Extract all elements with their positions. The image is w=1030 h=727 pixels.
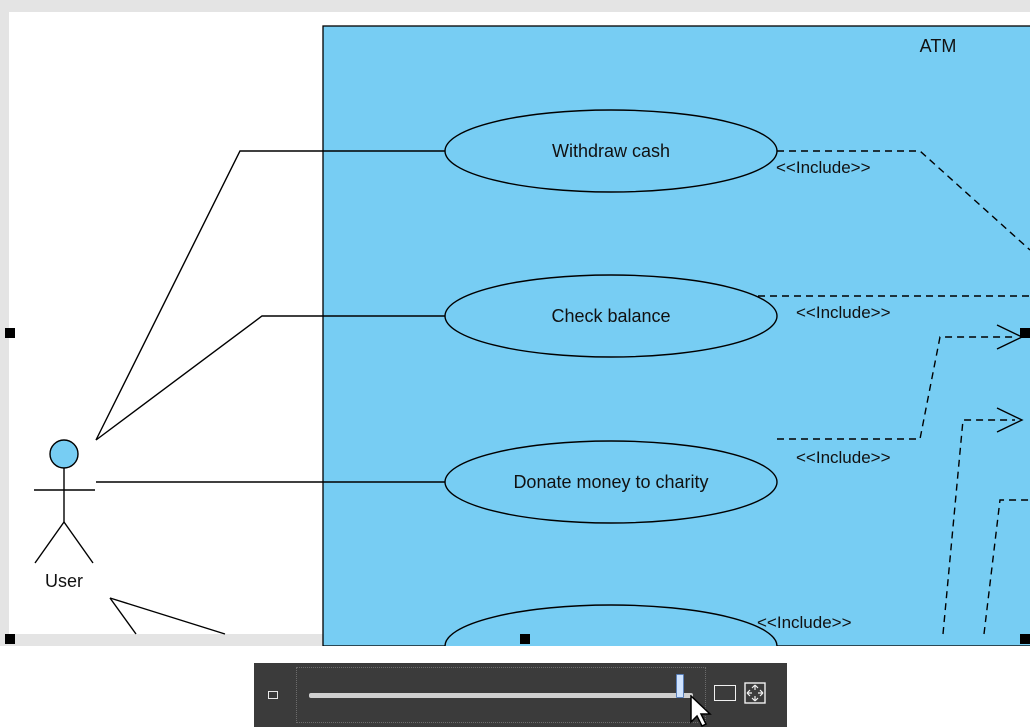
selection-handle: [1020, 328, 1030, 338]
use-case-withdraw[interactable]: Withdraw cash: [444, 109, 778, 193]
include-dependencies: [758, 150, 1030, 635]
use-case-label: Withdraw cash: [552, 141, 670, 161]
use-case-check-balance[interactable]: Check balance: [444, 274, 778, 358]
actor-head: [49, 439, 79, 469]
zoom-toolbar: [254, 663, 787, 727]
include-label: <<Include>>: [796, 448, 891, 467]
zoom-out-icon[interactable]: [268, 691, 278, 699]
association-hidden-2: [109, 597, 137, 635]
zoom-slider-thumb[interactable]: [676, 674, 685, 698]
include-label: <<Include>>: [757, 613, 852, 632]
use-case-label: Check balance: [551, 306, 670, 326]
use-case-ellipse[interactable]: [444, 274, 778, 358]
use-case-donate[interactable]: Donate money to charity: [444, 440, 778, 524]
association-check: [95, 315, 445, 441]
include-line-donate: [777, 336, 1015, 440]
selection-handle: [520, 634, 530, 644]
association-withdraw: [95, 150, 445, 441]
selection-handle: [5, 328, 15, 338]
fit-width-icon[interactable]: [714, 685, 736, 701]
association-lines: [95, 150, 445, 635]
include-label: <<Include>>: [776, 158, 871, 177]
selection-handle: [5, 634, 15, 644]
actor-user[interactable]: [34, 439, 95, 564]
actor-leg-left: [34, 521, 65, 564]
association-hidden: [109, 597, 226, 635]
use-case-label: Donate money to charity: [513, 472, 708, 492]
zoom-slider-track[interactable]: [309, 693, 693, 698]
include-line-4: [983, 499, 1030, 635]
include-line-withdraw: [777, 150, 1030, 251]
zoom-slider-frame: [296, 667, 706, 723]
use-case-diagram: ATM Withdraw cash Check balance Donate m…: [5, 12, 1030, 646]
include-label: <<Include>>: [796, 303, 891, 322]
selection-handle: [1020, 634, 1030, 644]
arrowhead: [996, 407, 1024, 433]
selection-handles[interactable]: [5, 328, 1030, 644]
fit-all-icon[interactable]: [744, 682, 766, 704]
actor-label: User: [45, 571, 83, 591]
system-name: ATM: [920, 36, 957, 56]
use-case-ellipse[interactable]: [444, 440, 778, 524]
actor-leg-right: [63, 521, 94, 564]
